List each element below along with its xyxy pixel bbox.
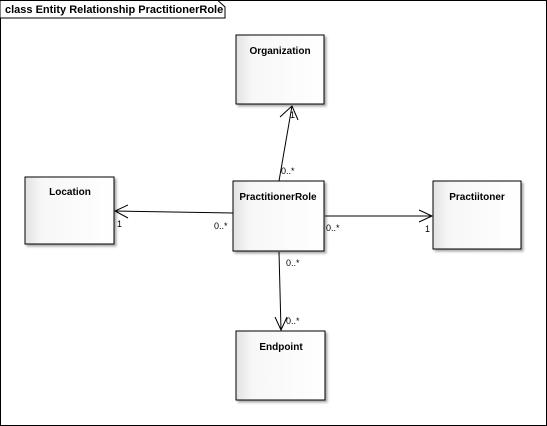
diagram-title: class Entity Relationship PractitionerRo… <box>5 4 223 16</box>
multiplicity-practitioner-source: 0..* <box>326 223 340 233</box>
multiplicity-location-source: 0..* <box>214 221 228 231</box>
class-endpoint[interactable]: Endpoint <box>235 330 326 401</box>
class-practitioner[interactable]: Practiitoner <box>432 180 522 250</box>
association-location[interactable] <box>113 204 234 219</box>
multiplicity-organization-source: 0..* <box>281 166 295 176</box>
class-location[interactable]: Location <box>24 176 115 245</box>
class-location-name: Location <box>49 187 91 198</box>
class-practitioner-role-name: PractitionerRole <box>239 192 317 203</box>
multiplicity-location-target: 1 <box>117 219 122 229</box>
diagram-title-tab <box>0 0 226 19</box>
association-practitioner[interactable] <box>325 209 434 223</box>
multiplicity-endpoint-target: 0..* <box>286 316 300 326</box>
association-endpoint[interactable] <box>274 251 288 332</box>
association-organization[interactable] <box>278 105 299 182</box>
class-practitioner-name: Practiitoner <box>449 192 505 203</box>
class-organization-name: Organization <box>249 46 310 57</box>
class-practitioner-role[interactable]: PractitionerRole <box>232 180 325 252</box>
multiplicity-organization-target: 1 <box>290 110 295 120</box>
class-organization[interactable]: Organization <box>235 34 325 105</box>
multiplicity-endpoint-source: 0..* <box>286 258 300 268</box>
multiplicity-practitioner-target: 1 <box>425 224 430 234</box>
class-endpoint-name: Endpoint <box>259 342 303 353</box>
